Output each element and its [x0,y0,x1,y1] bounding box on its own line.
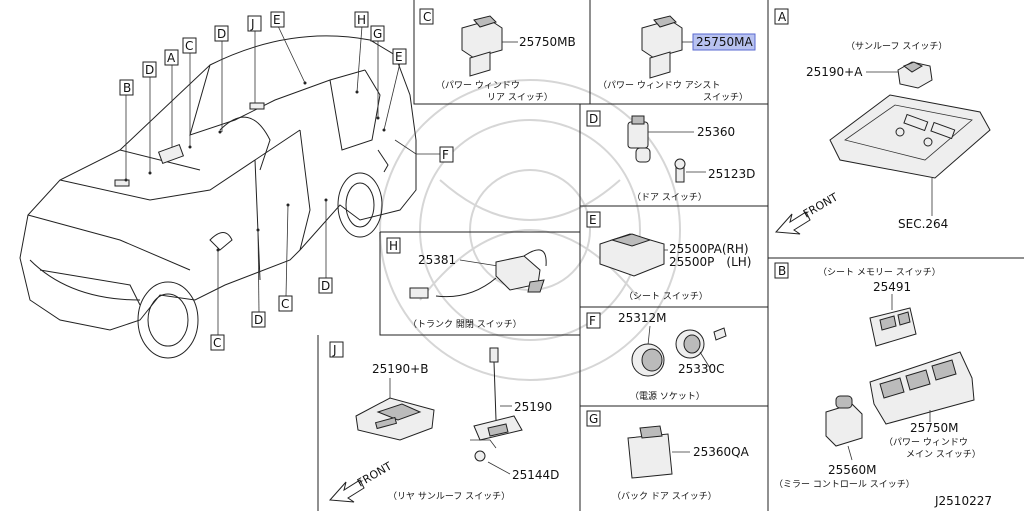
callout-a: A [167,51,176,65]
part-25330c: 25330C [678,362,725,376]
section-e: E 25500PA(RH) 25500P (LH) （シート スイッチ） [586,211,751,302]
vehicle-callouts: B D A C D J E H G E F C D D C [119,11,454,351]
trunk-switch-drawing [409,249,547,299]
switch-25750mb-drawing [461,15,518,77]
rear-sunroof-switch-drawing [355,397,435,441]
caption-trunk-switch: （トランク 開閉 スイッチ） [408,319,522,330]
caption-back-door-switch: （バック ドア スイッチ） [612,491,717,502]
section-j: J 25190+B 25190 25144D FRONT （リヤ サンルーフ ス… [328,341,559,503]
section-b: B （シート メモリー スイッチ） 25491 25750M （パワー ウィンド… [774,262,981,490]
part-25500pa: 25500PA(RH) [669,242,749,256]
section-g-letter: G [589,412,598,426]
section-g: G 25360QA （バック ドア スイッチ） [586,410,750,502]
callout-b: B [123,81,131,95]
overhead-console-drawing [829,94,991,179]
caption-power-window-rear-2: リア スイッチ） [487,92,553,103]
section-a: A （サンルーフ スイッチ） 25190+A SEC.264 FRONT [774,8,991,235]
part-25190-a: 25190+A [806,65,863,79]
front-label-j: FRONT [355,459,394,489]
callout-j: J [250,17,255,31]
caption-rear-sunroof-switch: （リヤ サンルーフ スイッチ） [388,491,510,502]
callout-d: D [217,27,226,41]
part-25750m: 25750M [910,421,959,435]
power-window-main-switch-drawing [869,351,975,425]
caption-power-window-assist-1: （パワー ウィンドウ アシスト [598,80,720,91]
callout-e: E [395,50,403,64]
callout-c: C [281,297,289,311]
callout-f: F [442,148,449,162]
caption-seat-memory-switch: （シート メモリー スイッチ） [818,267,941,278]
seat-switch-drawing [599,233,668,277]
caption-seat-switch: （シート スイッチ） [624,291,708,302]
callout-h: H [357,13,366,27]
callout-d: D [321,279,330,293]
section-a-letter: A [778,10,787,24]
section-f: F 25312M 25330C （電源 ソケット） [586,311,727,402]
part-25144d: 25144D [512,468,559,482]
section-d: D 25360 25123D （ドア スイッチ） [586,110,755,203]
panel-frames [317,0,1024,511]
sec-264: SEC.264 [898,217,948,231]
part-25750ma[interactable]: 25750MA [696,35,754,49]
seat-memory-switch-drawing [869,307,917,347]
part-highlight [692,33,756,51]
callout-e: E [273,13,281,27]
door-switch-drawing [627,115,706,183]
front-arrow-j: FRONT [328,459,394,503]
front-label-a: FRONT [801,190,840,220]
caption-power-window-rear-1: （パワー ウィンドウ [436,80,520,91]
harness-25190-drawing [470,347,523,475]
part-25750mb: 25750MB [519,35,576,49]
caption-power-window-main-1: （パワー ウィンドウ [884,437,968,448]
caption-power-window-main-2: メイン スイッチ） [906,449,981,460]
caption-power-socket: （電源 ソケット） [630,391,705,402]
part-25190-b: 25190+B [372,362,428,376]
power-socket-drawing [631,327,727,377]
section-f-letter: F [589,314,596,328]
vehicle-leaders [125,25,440,335]
caption-sunroof-switch: （サンルーフ スイッチ） [846,41,947,52]
part-25123d: 25123D [708,167,755,181]
callout-d: D [254,313,263,327]
part-25360qa: 25360QA [693,445,750,459]
mirror-control-switch-drawing [825,395,863,461]
section-e-letter: E [589,213,597,227]
back-door-switch-drawing [627,425,690,479]
section-b-letter: B [778,264,786,278]
part-25560m: 25560M [828,463,877,477]
section-h-letter: H [389,239,398,253]
diagram-id: J2510227 [934,494,992,508]
caption-door-switch: （ドア スイッチ） [632,192,707,203]
watermark [379,79,681,381]
section-c-letter: C [423,10,431,24]
part-25500p: 25500P (LH) [669,255,751,269]
sunroof-switch-drawing [897,61,933,89]
callout-g: G [373,27,382,41]
callout-d: D [145,63,154,77]
section-h: H 25381 （トランク 開閉 スイッチ） [386,237,547,330]
callout-c: C [213,336,221,350]
caption-mirror-control-switch: （ミラー コントロール スイッチ） [774,479,915,490]
caption-power-window-assist-2: スイッチ） [703,92,748,103]
part-25360: 25360 [697,125,735,139]
section-c: C 25750MB （パワー ウィンドウ リア スイッチ） 25750MA （パ… [419,8,756,103]
part-25190: 25190 [514,400,552,414]
part-25491: 25491 [873,280,911,294]
part-25381: 25381 [418,253,456,267]
section-j-letter: J [332,343,337,357]
section-d-letter: D [589,112,598,126]
switch-25750ma-drawing [641,15,694,79]
front-arrow-a: FRONT [774,190,840,235]
part-25312m: 25312M [618,311,667,325]
callout-c: C [185,39,193,53]
